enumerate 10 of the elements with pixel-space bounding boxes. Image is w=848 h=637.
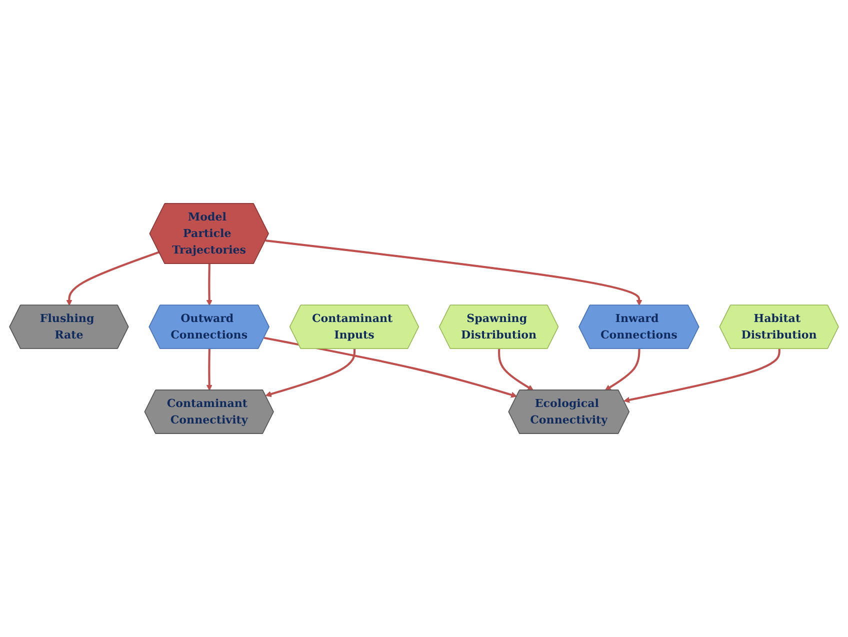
arrow xyxy=(265,348,356,397)
diagram: Model Particle Trajectories Flushing Rate Outward Connections Contaminant Inputs Spawning Distribution Inward Connections Habitat Distribution Contaminant Connectivity Ecological Connectivity xyxy=(4,198,844,440)
arrow xyxy=(66,251,160,306)
arrow xyxy=(624,348,780,403)
arrow xyxy=(265,239,642,306)
arrow xyxy=(264,336,518,398)
arrow xyxy=(206,264,212,306)
arrow xyxy=(206,348,212,391)
arrow xyxy=(604,348,640,391)
arrow xyxy=(498,348,534,391)
